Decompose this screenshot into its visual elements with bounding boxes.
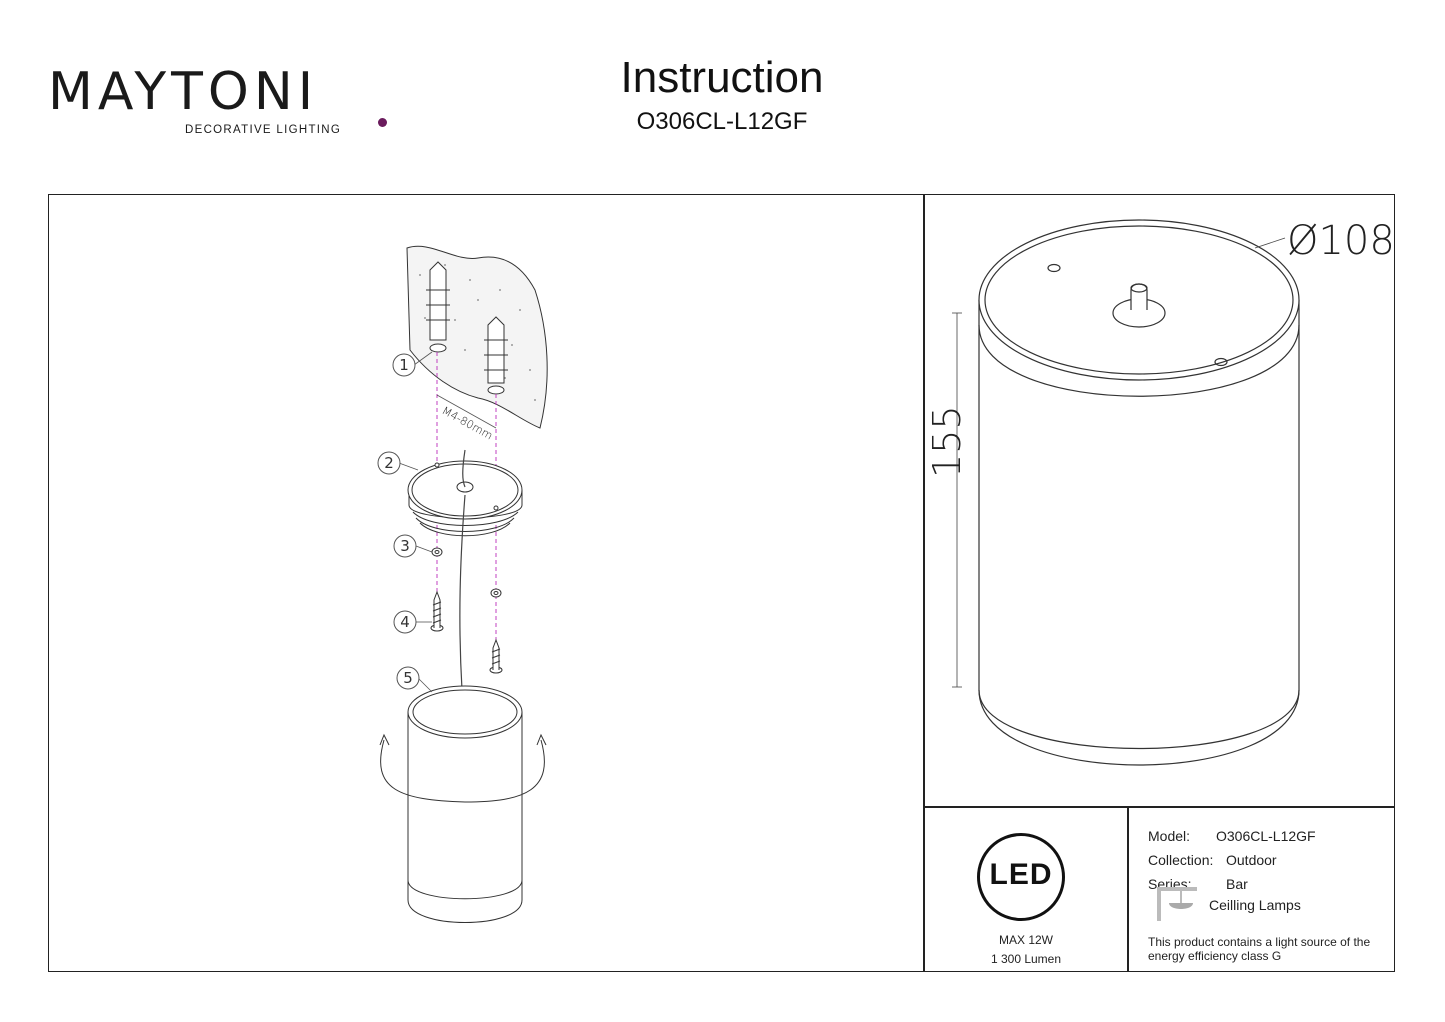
brand-logo: MAYTONI DECORATIVE LIGHTING	[48, 58, 387, 148]
lumen-rating: 1 300 Lumen	[990, 952, 1062, 966]
brand-dot-icon	[378, 118, 387, 127]
ceiling-surface	[406, 245, 548, 429]
callout-label-2: 2	[384, 454, 394, 472]
screws	[430, 590, 503, 674]
callout-1	[392, 353, 416, 377]
lamp-body	[379, 685, 547, 923]
led-badge-label: LED	[989, 858, 1053, 891]
divider-horizontal	[923, 806, 1395, 808]
diameter-label: Ø108	[1287, 218, 1395, 264]
energy-class-note: This product contains a light source of …	[1148, 935, 1371, 963]
callout-label-1: 1	[399, 356, 409, 374]
callout-5	[396, 666, 420, 690]
spec-series-value: Bar	[1226, 876, 1248, 892]
wall-anchors	[426, 261, 508, 395]
page-title: Instruction	[620, 53, 824, 102]
mounting-plate	[407, 460, 523, 537]
height-label: 155	[925, 405, 969, 478]
callout-label-5: 5	[403, 669, 413, 687]
model-heading: O306CL-L12GF	[636, 108, 808, 135]
spec-model-value: O306CL-L12GF	[1216, 828, 1316, 844]
divider-vertical-spec	[1127, 806, 1129, 972]
instruction-frame	[48, 194, 1395, 972]
spec-type-text: Ceilling Lamps	[1209, 897, 1301, 913]
dimension-drawing	[978, 219, 1300, 766]
brand-tagline: DECORATIVE LIGHTING	[185, 124, 342, 136]
spec-collection-value: Outdoor	[1226, 852, 1277, 868]
callout-3	[393, 534, 417, 558]
callout-label-4: 4	[400, 613, 410, 631]
callout-4	[393, 610, 417, 634]
divider-vertical	[923, 194, 925, 972]
spec-model-label: Model:	[1148, 828, 1191, 844]
washers	[431, 547, 502, 598]
callout-2	[377, 451, 401, 475]
brand-name: MAYTONI	[48, 62, 319, 122]
power-rating: MAX 12W	[998, 933, 1053, 947]
spec-collection-label: Collection:	[1148, 852, 1214, 868]
callout-label-3: 3	[400, 537, 410, 555]
led-badge-icon	[977, 833, 1065, 921]
ceiling-lamp-icon	[1157, 887, 1197, 921]
